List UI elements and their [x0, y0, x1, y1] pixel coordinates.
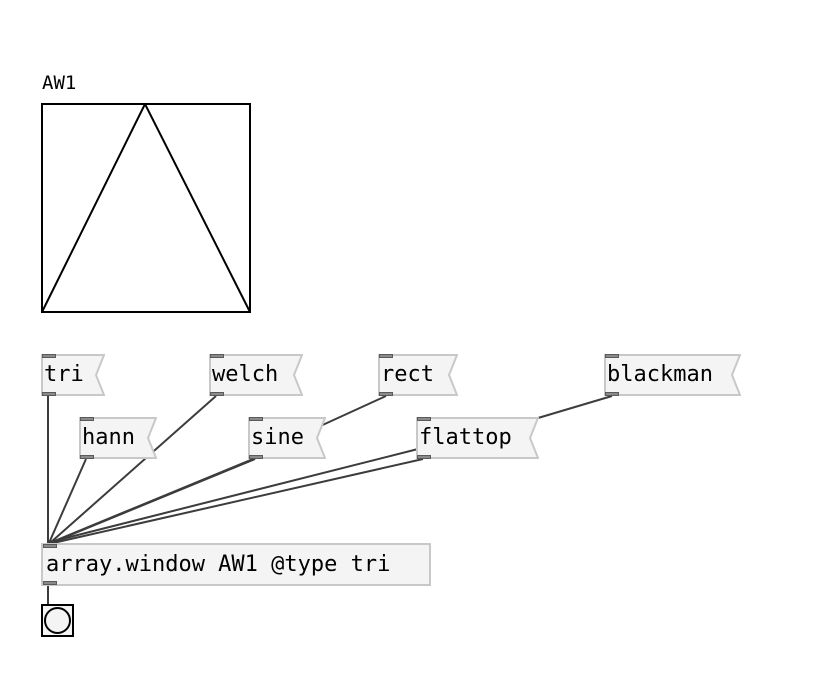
message-box-shape — [378, 354, 458, 396]
object-text: array.window AW1 @type tri — [46, 552, 391, 577]
outlet[interactable] — [417, 455, 431, 459]
message-box-shape — [416, 417, 539, 459]
message-label: flattop — [419, 425, 512, 450]
inlet[interactable] — [417, 417, 431, 421]
inlet[interactable] — [43, 544, 57, 548]
message-label: welch — [212, 362, 279, 387]
message-rect[interactable]: rect — [378, 354, 458, 396]
outlet[interactable] — [42, 392, 56, 396]
message-box-shape — [79, 417, 157, 459]
cord-sine-a — [50, 458, 256, 544]
inlet[interactable] — [80, 417, 94, 421]
message-label: hann — [82, 425, 135, 450]
message-welch[interactable]: welch — [209, 354, 303, 396]
message-box-shape — [248, 417, 326, 459]
outlet[interactable] — [379, 392, 393, 396]
inlet[interactable] — [249, 417, 263, 421]
inlet[interactable] — [379, 354, 393, 358]
array-window-object[interactable]: array.window AW1 @type tri — [41, 543, 431, 586]
outlet[interactable] — [80, 455, 94, 459]
message-label: tri — [44, 362, 84, 387]
cord-hann — [48, 458, 87, 544]
inlet[interactable] — [210, 354, 224, 358]
outlet[interactable] — [605, 392, 619, 396]
message-sine[interactable]: sine — [248, 417, 326, 459]
array-name-label: AW1 — [42, 72, 77, 94]
cord-flattop-a — [52, 458, 424, 544]
inlet[interactable] — [42, 354, 56, 358]
inlet[interactable] — [605, 354, 619, 358]
array-waveform — [41, 103, 251, 313]
message-blackman[interactable]: blackman — [604, 354, 741, 396]
bang-button[interactable] — [41, 604, 74, 637]
message-label: sine — [251, 425, 304, 450]
outlet[interactable] — [210, 392, 224, 396]
outlet[interactable] — [43, 581, 57, 585]
message-hann[interactable]: hann — [79, 417, 157, 459]
bang-circle-icon — [44, 607, 71, 634]
message-flattop[interactable]: flattop — [416, 417, 539, 459]
array-frame — [41, 103, 251, 313]
cord-blackman — [537, 395, 613, 419]
outlet[interactable] — [249, 455, 263, 459]
message-box-shape — [41, 354, 105, 396]
array-graph[interactable] — [41, 103, 251, 313]
message-label: blackman — [607, 362, 713, 387]
cord-flattop-b — [53, 448, 419, 542]
cord-rect — [315, 395, 387, 429]
message-tri[interactable]: tri — [41, 354, 105, 396]
message-box-shape — [604, 354, 741, 396]
message-label: rect — [381, 362, 434, 387]
message-box-shape — [209, 354, 303, 396]
cord-sine-b — [51, 456, 259, 543]
